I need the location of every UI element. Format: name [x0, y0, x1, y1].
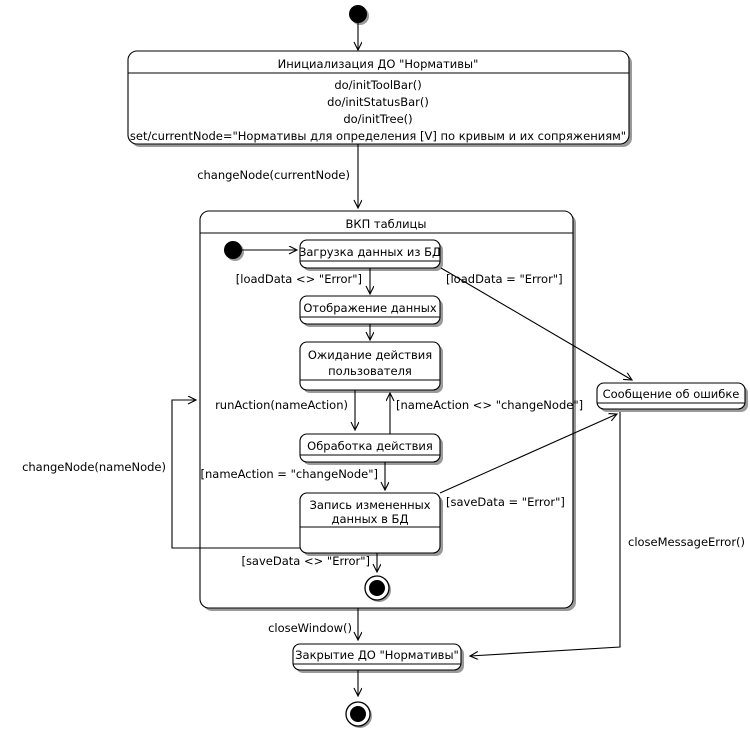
init-action-tree: do/initTree()	[343, 112, 412, 126]
init-action-setcurrentnode: set/currentNode="Нормативы для определен…	[130, 129, 626, 143]
initial-node-top	[349, 5, 369, 25]
edge-label-changenode-namenode: changeNode(nameNode)	[22, 460, 166, 474]
state-title-wait-user-line1: Ожидание действия	[308, 348, 432, 362]
transition-load-error: [loadData = "Error"]	[440, 267, 632, 380]
state-title-show-data: Отображение данных	[303, 301, 437, 315]
transition-save-ok: [saveData <> "Error"]	[241, 553, 377, 572]
state-close-document[interactable]: Закрытие ДО "Нормативы"	[292, 643, 464, 673]
state-load-data[interactable]: Загрузка данных из БД	[299, 239, 443, 271]
transition-name-action-eq: [nameAction = "changeNode"]	[201, 462, 385, 490]
edge-label-loaddata-ok: [loadData <> "Error"]	[236, 272, 362, 286]
transition-changenode-currentnode: changeNode(currentNode)	[197, 144, 358, 208]
transition-load-ok: [loadData <> "Error"]	[236, 268, 370, 294]
transition-run-action: runAction(nameAction)	[215, 390, 355, 430]
transition-close-window: closeWindow()	[268, 607, 377, 640]
init-action-statusbar: do/initStatusBar()	[327, 95, 429, 109]
state-title-close-document: Закрытие ДО "Нормативы"	[295, 648, 459, 662]
transition-save-error: [saveData = "Error"]	[439, 414, 617, 509]
composite-state-title: ВКП таблицы	[346, 217, 427, 231]
edge-label-savedata-error: [saveData = "Error"]	[446, 495, 565, 509]
edge-label-loaddata-error: [loadData = "Error"]	[446, 272, 563, 286]
state-error-message[interactable]: Сообщение об ошибке	[596, 382, 748, 412]
state-initialization[interactable]: Инициализация ДО "Нормативы" do/initTool…	[127, 50, 632, 147]
state-title-wait-user-line2: пользователя	[328, 364, 412, 378]
init-action-toolbar: do/initToolBar()	[334, 78, 421, 92]
transition-name-action-ne: [nameAction <> "changeNode"]	[390, 393, 583, 436]
state-title-initialization: Инициализация ДО "Нормативы"	[278, 57, 479, 71]
state-process-action[interactable]: Обработка действия	[299, 433, 443, 465]
initial-node-inner	[224, 241, 244, 261]
edge-label-savedata-ok: [saveData <> "Error"]	[241, 554, 370, 568]
state-wait-user-action[interactable]: Ожидание действия пользователя	[299, 341, 443, 393]
edge-label-close-message-error: closeMessageError()	[628, 535, 745, 549]
final-node-inner	[364, 575, 391, 602]
state-show-data[interactable]: Отображение данных	[299, 295, 443, 327]
state-title-save-data-line2: данных в БД	[332, 512, 409, 526]
transition-changenode-namenode: changeNode(nameNode)	[22, 400, 300, 549]
final-node-bottom	[345, 701, 372, 728]
state-title-process-action: Обработка действия	[307, 439, 433, 453]
edge-label-changenode-currentnode: changeNode(currentNode)	[197, 168, 350, 182]
state-title-error-message: Сообщение об ошибке	[603, 387, 740, 401]
state-title-load-data: Загрузка данных из БД	[299, 245, 441, 259]
edge-label-close-window: closeWindow()	[268, 621, 352, 635]
state-save-data[interactable]: Запись измененных данных в БД	[299, 492, 443, 556]
transition-close-message-error: closeMessageError()	[470, 412, 745, 656]
state-title-save-data-line1: Запись измененных	[309, 498, 430, 512]
edge-label-nameaction-eq: [nameAction = "changeNode"]	[201, 467, 378, 481]
edge-label-run-action: runAction(nameAction)	[215, 398, 348, 412]
edge-label-nameaction-ne: [nameAction <> "changeNode"]	[396, 398, 583, 412]
